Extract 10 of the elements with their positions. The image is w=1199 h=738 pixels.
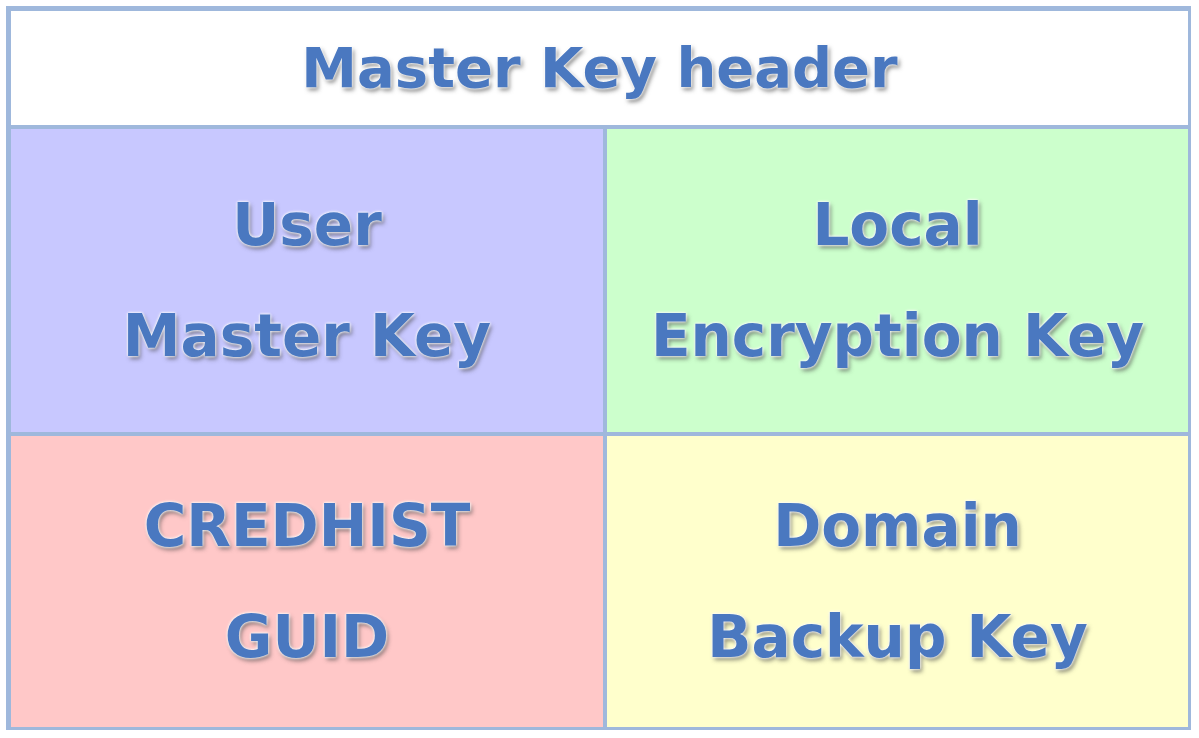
cell-label: User Master Key [121, 190, 493, 372]
cell-label: Domain Backup Key [706, 491, 1089, 673]
header-title: Master Key header [301, 34, 898, 102]
key-cell [9, 434, 605, 729]
cell-label: Local Encryption Key [649, 190, 1146, 372]
key-cell [9, 127, 605, 434]
header-cell [9, 9, 1190, 127]
cell-label: CREDHIST GUID [142, 491, 472, 673]
key-cell [605, 434, 1190, 729]
key-cell [605, 127, 1190, 434]
